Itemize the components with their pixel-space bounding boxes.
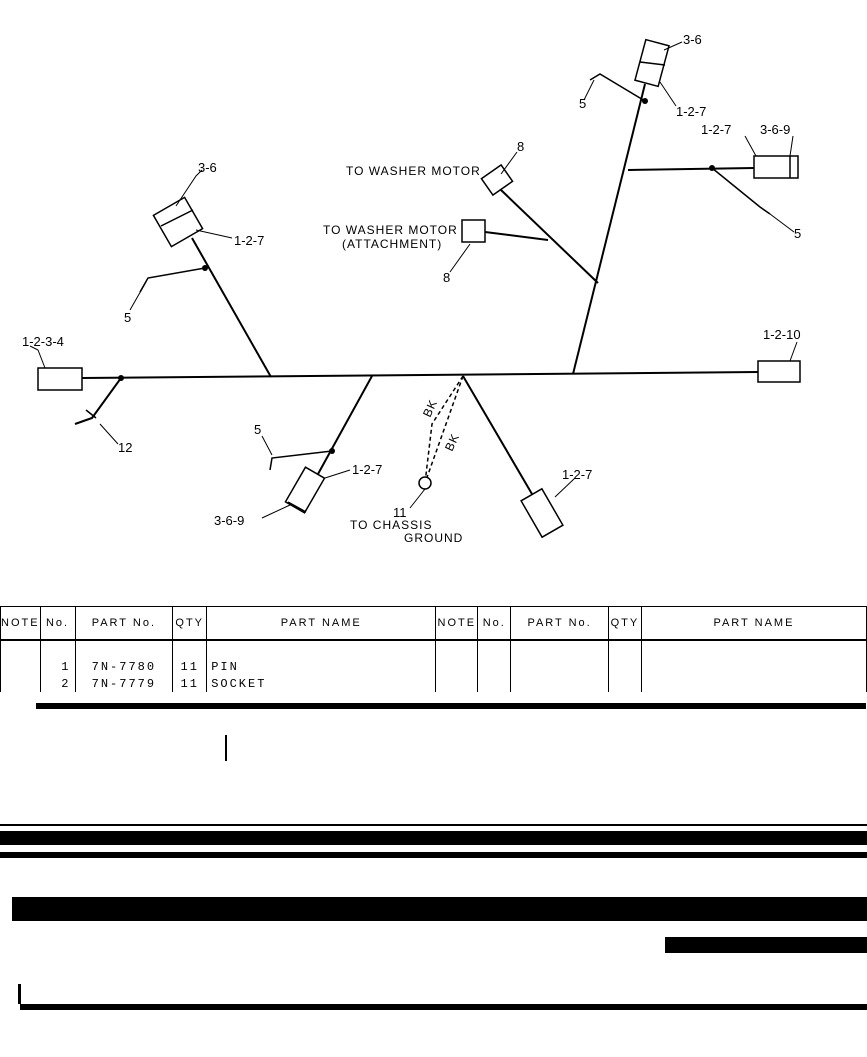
header-part-no-2: PART No.: [510, 606, 609, 641]
header-no-2: No.: [477, 606, 512, 641]
scan-bar: [0, 831, 867, 845]
connector-washer-motor: [480, 163, 514, 197]
row-part-no: 7N-7779: [74, 675, 174, 692]
scan-bar: [20, 1004, 867, 1010]
branch-wire-washer: [500, 189, 599, 284]
label-right-branch: 5: [794, 226, 801, 241]
label-lower-left-branch: 5: [254, 422, 261, 437]
connector-lower-right: [520, 487, 564, 539]
label-bk-1: BK: [420, 397, 440, 419]
scan-bar: [665, 937, 867, 953]
branch-wire-lower-left: [317, 375, 373, 475]
label-bk-2: BK: [442, 431, 462, 453]
ground-wire-bk2: [424, 375, 464, 484]
scan-bar: [225, 735, 227, 761]
label-branch-12: 12: [118, 440, 132, 455]
branch-wire-right-main: [572, 83, 646, 375]
label-lower-left-bottom: 3-6-9: [214, 513, 244, 528]
header-note-2: NOTE: [435, 606, 479, 641]
branch-wire-5-lower-left: [269, 450, 333, 471]
chassis-ground-terminal: [418, 476, 432, 490]
branch-wire-5-top: [589, 73, 646, 102]
branch-wire-right-connector: [627, 167, 755, 171]
connector-1-2-3-4: [37, 367, 83, 391]
label-washer-attachment-text-2: (ATTACHMENT): [342, 237, 442, 251]
label-top-right-side: 1-2-7: [676, 104, 706, 119]
label-lower-right-side: 1-2-7: [562, 467, 592, 482]
branch-wire-5-upper-left: [139, 267, 206, 293]
row-part-no: 7N-7780: [74, 658, 174, 675]
label-connector-1-2-10: 1-2-10: [763, 327, 801, 342]
label-ground-number: 11: [393, 505, 407, 520]
header-part-name-2: PART NAME: [640, 606, 867, 641]
branch-wire-upper-left: [191, 237, 272, 378]
branch-wire-12: [74, 377, 122, 425]
table-row: 2 7N-7779 11 SOCKET: [0, 675, 867, 692]
row-part-name: PIN: [206, 658, 437, 675]
scan-bar: [0, 824, 867, 826]
label-upper-left-branch: 5: [124, 310, 131, 325]
wiring-harness-diagram: 1-2-3-4 12 3-6 1-2-7 5 3-6-9 1-2-7 5 11 …: [22, 32, 801, 545]
branch-wire-5-right: [711, 167, 771, 215]
parts-table-header: NOTE No. PART No. QTY PART NAME NOTE No.…: [0, 606, 867, 641]
scan-bar: [36, 703, 866, 709]
ground-wire-bk1: [424, 375, 464, 484]
label-top-right-top: 3-6: [683, 32, 702, 47]
label-right-left: 1-2-7: [701, 122, 731, 137]
row-part-name: SOCKET: [206, 675, 437, 692]
row-qty: 11: [172, 675, 208, 692]
header-note: NOTE: [0, 606, 41, 641]
parts-table: NOTE No. PART No. QTY PART NAME NOTE No.…: [0, 606, 867, 692]
table-row: 1 7N-7780 11 PIN: [0, 658, 867, 675]
label-top-right-branch: 5: [579, 96, 586, 111]
connector-lower-left: [284, 466, 326, 514]
label-lower-left-side: 1-2-7: [352, 462, 382, 477]
row-qty: 11: [172, 658, 208, 675]
label-washer-motor-text: TO WASHER MOTOR: [346, 164, 481, 178]
label-connector-1-2-3-4: 1-2-3-4: [22, 334, 64, 349]
connector-right: [753, 155, 799, 179]
label-washer-attachment-number: 8: [443, 270, 450, 285]
branch-wire-washer-attachment: [484, 231, 549, 241]
header-qty-2: QTY: [607, 606, 642, 641]
connector-upper-left: [152, 196, 204, 248]
row-no: 2: [39, 675, 76, 692]
label-right-right: 3-6-9: [760, 122, 790, 137]
connector-washer-attachment: [461, 219, 486, 243]
label-ground-text-1: TO CHASSIS: [350, 518, 432, 532]
main-trunk-wire: [81, 371, 759, 379]
header-qty: QTY: [172, 606, 208, 641]
label-washer-motor-number: 8: [517, 139, 524, 154]
header-part-name: PART NAME: [206, 606, 437, 641]
label-upper-left-top: 3-6: [198, 160, 217, 175]
connector-1-2-10: [757, 360, 801, 383]
scan-bar: [18, 984, 21, 1004]
label-upper-left-side: 1-2-7: [234, 233, 264, 248]
header-part-no: PART No.: [74, 606, 174, 641]
scan-bar: [0, 852, 867, 858]
branch-wire-lower-right: [462, 375, 533, 495]
label-washer-attachment-text-1: TO WASHER MOTOR: [323, 223, 458, 237]
label-ground-text-2: GROUND: [404, 531, 463, 545]
row-no: 1: [39, 658, 76, 675]
scan-bar: [12, 897, 867, 921]
header-no: No.: [39, 606, 76, 641]
